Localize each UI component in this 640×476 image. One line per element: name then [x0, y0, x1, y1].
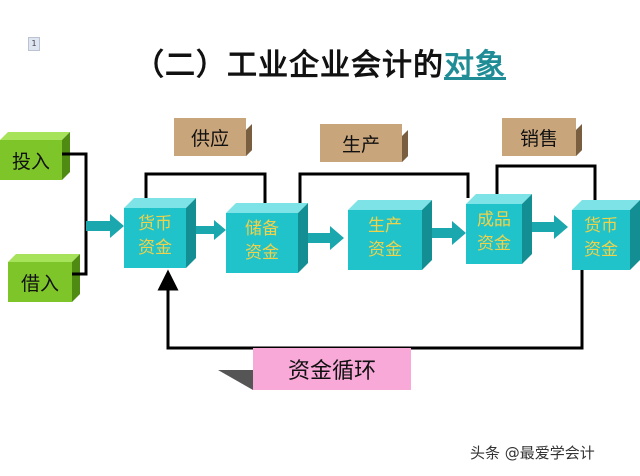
fund-label-2: 储备 资金	[226, 217, 298, 265]
stage-tag-sales	[502, 118, 582, 156]
fund-4-line2: 资金	[477, 234, 511, 254]
slide-page-number: 1	[28, 37, 40, 51]
stage-tag-supply	[174, 118, 252, 156]
source-box-borrow	[8, 254, 80, 302]
flow-arrow-4	[532, 215, 568, 239]
fund-2-line1: 储备	[245, 219, 279, 239]
flow-arrow-2	[308, 226, 344, 250]
title-highlight: 对象	[444, 48, 506, 83]
fund-1-line1: 货币	[138, 214, 172, 234]
fund-1-line2: 资金	[138, 238, 172, 258]
fund-4-line1: 成品	[477, 210, 511, 230]
title-main: （二）工业企业会计的	[134, 48, 444, 83]
fund-label-3: 生产 资金	[348, 214, 422, 262]
stage-tag-production	[320, 124, 408, 162]
fund-label-1: 货币 资金	[124, 212, 186, 260]
flow-arrow-3	[432, 221, 466, 245]
stage-label-sales: 销售	[519, 127, 558, 150]
fund-box-1	[124, 198, 196, 268]
fund-5-line2: 资金	[584, 240, 618, 260]
fund-box-4	[466, 194, 532, 264]
fund-3-line1: 生产	[368, 216, 402, 236]
stage-bracket-lines	[144, 164, 597, 208]
source-box-invest	[0, 132, 70, 180]
source-label-invest: 投入	[11, 150, 50, 173]
fund-3-line2: 资金	[368, 240, 402, 260]
fund-box-5	[572, 200, 640, 270]
fund-5-line1: 货币	[584, 216, 618, 236]
fund-box-3	[348, 200, 432, 270]
source-connector-lines	[62, 152, 88, 276]
fund-label-5: 货币 资金	[572, 214, 630, 262]
flow-arrow-0	[86, 214, 124, 238]
fund-box-2	[226, 203, 308, 273]
flow-arrows	[86, 214, 568, 250]
slide-title: （二）工业企业会计的对象	[0, 40, 640, 84]
cycle-loop-line	[157, 269, 584, 350]
flow-arrow-1	[196, 220, 226, 240]
fund-label-4: 成品 资金	[466, 208, 522, 256]
stage-label-supply: 供应	[190, 127, 229, 150]
cycle-label-shadow	[218, 370, 253, 390]
watermark: 头条 @最爱学会计	[470, 444, 595, 462]
stage-label-production: 生产	[341, 133, 380, 156]
source-label-borrow: 借入	[20, 272, 59, 295]
fund-2-line2: 资金	[245, 243, 279, 263]
cycle-label: 资金循环	[253, 348, 411, 390]
